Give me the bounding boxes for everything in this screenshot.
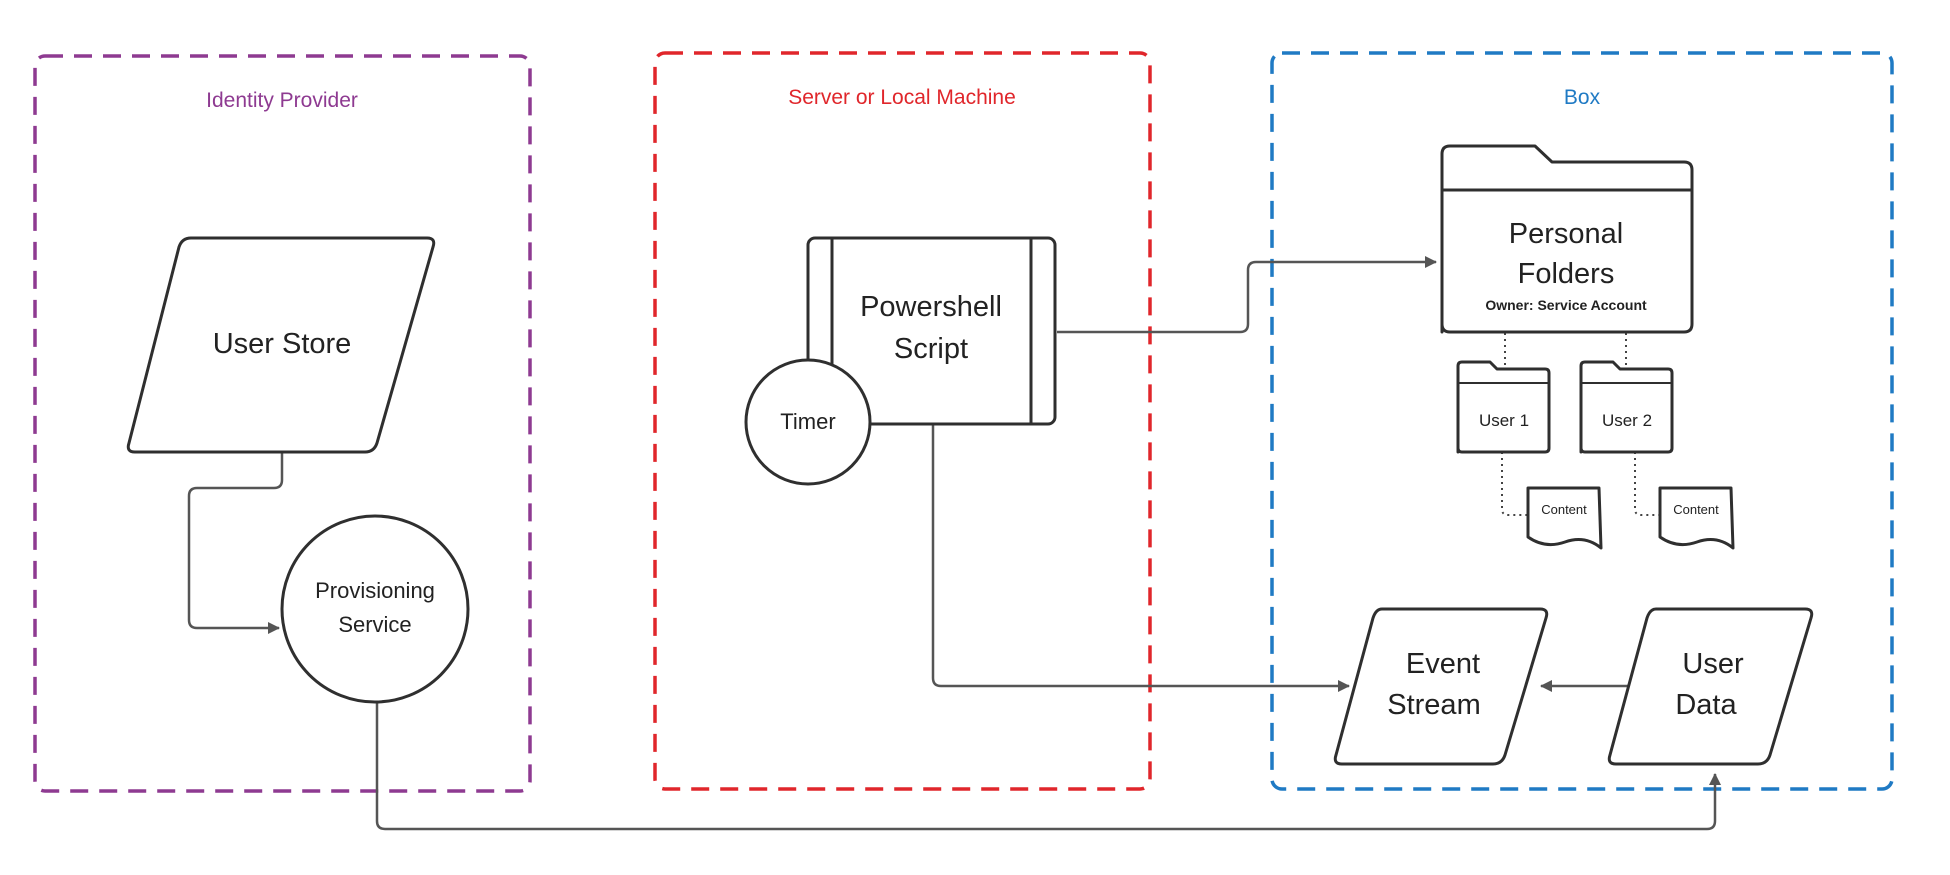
content1-label: Content bbox=[1541, 502, 1587, 517]
user-data-node: User Data bbox=[1607, 607, 1814, 766]
zone-server-border bbox=[653, 51, 1152, 791]
user2-folder-shape bbox=[1579, 360, 1674, 454]
personal-folders-line2: Folders bbox=[1518, 258, 1615, 290]
content1-shape bbox=[1526, 486, 1603, 550]
personal-folders-owner: Owner: Service Account bbox=[1485, 297, 1647, 313]
user-data-shape bbox=[1607, 607, 1814, 766]
event-stream-node: Event Stream bbox=[1333, 607, 1549, 766]
user-store-label: User Store bbox=[213, 328, 352, 360]
user-data-line2: Data bbox=[1675, 689, 1737, 721]
provisioning-service-shape bbox=[280, 514, 470, 704]
zone-server: Server or Local Machine bbox=[653, 51, 1152, 791]
user-store-node: User Store bbox=[126, 236, 436, 454]
connectors bbox=[187, 256, 1721, 831]
powershell-script-shape bbox=[806, 236, 1057, 426]
user1-folder-shape bbox=[1456, 360, 1551, 454]
zone-box-border bbox=[1270, 51, 1894, 791]
event-stream-line1: Event bbox=[1406, 648, 1480, 680]
event-stream-line2: Stream bbox=[1387, 689, 1480, 721]
user-data-line1: User bbox=[1682, 648, 1744, 680]
user1-folder-node: User 1 bbox=[1456, 360, 1551, 454]
connector-provisioning-to-userdata bbox=[375, 703, 1721, 831]
zone-server-title: Server or Local Machine bbox=[788, 86, 1016, 109]
event-stream-shape bbox=[1333, 607, 1549, 766]
personal-folders-node: Personal Folders Owner: Service Account bbox=[1440, 144, 1694, 334]
dotted-user2-to-content2 bbox=[1634, 452, 1660, 516]
powershell-script-line2: Script bbox=[894, 333, 968, 365]
timer-label: Timer bbox=[780, 409, 835, 434]
personal-folders-line1: Personal bbox=[1509, 218, 1623, 250]
powershell-script-line1: Powershell bbox=[860, 291, 1002, 323]
connector-userstore-to-provisioning bbox=[187, 452, 284, 634]
provisioning-service-line2: Service bbox=[338, 612, 411, 637]
provisioning-service-line1: Provisioning bbox=[315, 578, 435, 603]
user-store-shape bbox=[126, 236, 436, 454]
user2-folder-node: User 2 bbox=[1579, 360, 1674, 454]
timer-node: Timer bbox=[744, 358, 872, 486]
zone-identity-provider-border bbox=[33, 54, 532, 793]
connector-script-to-eventstream bbox=[931, 424, 1350, 692]
user2-label: User 2 bbox=[1602, 411, 1652, 430]
zone-identity-provider-title: Identity Provider bbox=[206, 89, 358, 112]
powershell-script-node: Powershell Script bbox=[806, 236, 1057, 426]
content2-node: Content bbox=[1658, 486, 1735, 550]
connector-script-to-folders bbox=[1057, 256, 1437, 334]
dotted-user1-to-content1 bbox=[1501, 452, 1528, 516]
provisioning-service-node: Provisioning Service bbox=[280, 514, 470, 704]
zone-box-title: Box bbox=[1564, 86, 1601, 109]
zone-box: Box bbox=[1270, 51, 1894, 791]
content1-node: Content bbox=[1526, 486, 1603, 550]
zone-identity-provider: Identity Provider bbox=[33, 54, 532, 793]
timer-shape bbox=[744, 358, 872, 486]
content2-label: Content bbox=[1673, 502, 1719, 517]
user1-label: User 1 bbox=[1479, 411, 1529, 430]
personal-folders-shape bbox=[1440, 144, 1694, 334]
content2-shape bbox=[1658, 486, 1735, 550]
